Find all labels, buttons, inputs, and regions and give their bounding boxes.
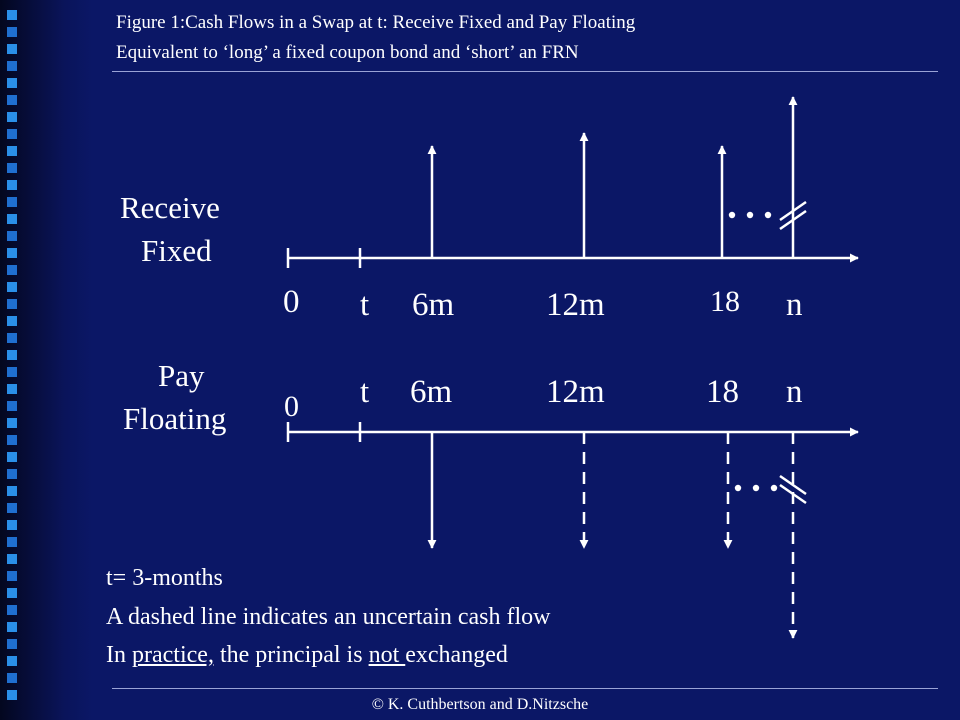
- decorative-square: [7, 299, 17, 309]
- decorative-square: [7, 10, 17, 20]
- figure-title-line-1: Figure 1:Cash Flows in a Swap at t: Rece…: [116, 12, 636, 33]
- receive-tick-label-12m: 12m: [546, 287, 605, 323]
- decorative-square: [7, 146, 17, 156]
- decorative-square: [7, 265, 17, 275]
- decorative-square: [7, 571, 17, 581]
- receive-label-line-2: Fixed: [141, 233, 212, 268]
- note-principal-part: exchanged: [405, 642, 508, 668]
- decorative-square: [7, 61, 17, 71]
- receive-break-mark-1: [779, 200, 807, 222]
- pay-tick-label-6m: 6m: [410, 374, 453, 410]
- note-principal-part: In: [106, 642, 132, 668]
- receive-tick-label-18: 18: [710, 285, 740, 318]
- top-divider: [112, 71, 938, 72]
- decorative-square: [7, 316, 17, 326]
- note-dashed-line: A dashed line indicates an uncertain cas…: [106, 604, 551, 630]
- decorative-square: [7, 401, 17, 411]
- decorative-square: [7, 435, 17, 445]
- receive-label-line-1: Receive: [120, 190, 220, 225]
- decorative-square: [7, 520, 17, 530]
- receive-break-mark-2: [779, 209, 807, 231]
- pay-ellipsis-dot: [770, 484, 778, 492]
- decorative-square: [7, 622, 17, 632]
- decorative-square: [7, 690, 17, 700]
- decorative-square: [7, 639, 17, 649]
- decorative-square: [7, 554, 17, 564]
- decorative-square: [7, 214, 17, 224]
- receive-tick-label-n: n: [786, 287, 803, 323]
- decorative-square: [7, 112, 17, 122]
- pay-tick-label-18: 18: [706, 374, 739, 410]
- receive-tick-label-zero: 0: [283, 284, 300, 320]
- decorative-square: [7, 27, 17, 37]
- decorative-square: [7, 78, 17, 88]
- receive-ellipsis-dot: [728, 211, 736, 219]
- pay-break-mark-2: [779, 483, 807, 505]
- pay-tick-label-t: t: [360, 374, 370, 410]
- decorative-square: [7, 503, 17, 513]
- bottom-divider: [112, 688, 938, 689]
- note-time-step: t= 3-months: [106, 565, 223, 591]
- pay-tick-label-zero: 0: [284, 390, 299, 423]
- pay-label-line-1: Pay: [158, 358, 205, 393]
- receive-tick-label-6m: 6m: [412, 287, 455, 323]
- decorative-square: [7, 452, 17, 462]
- decorative-square: [7, 588, 17, 598]
- receive-ellipsis-dot: [764, 211, 772, 219]
- note-principal-part: the principal is: [213, 642, 369, 668]
- decorative-square: [7, 384, 17, 394]
- decorative-square: [7, 333, 17, 343]
- note-principal-practice: practice,: [132, 642, 214, 668]
- pay-tick-label-n: n: [786, 374, 803, 410]
- decorative-square: [7, 163, 17, 173]
- copyright-footer: © K. Cuthbertson and D.Nitzsche: [371, 696, 589, 713]
- receive-tick-label-t: t: [360, 287, 370, 323]
- decorative-square: [7, 418, 17, 428]
- decorative-square: [7, 605, 17, 615]
- left-decorative-strip: [0, 0, 92, 720]
- decorative-square: [7, 248, 17, 258]
- decorative-square: [7, 656, 17, 666]
- decorative-square: [7, 231, 17, 241]
- pay-ellipsis-dot: [734, 484, 742, 492]
- decorative-square: [7, 486, 17, 496]
- pay-tick-label-12m: 12m: [546, 374, 605, 410]
- decorative-square: [7, 180, 17, 190]
- decorative-square: [7, 197, 17, 207]
- receive-ellipsis-dot: [746, 211, 754, 219]
- pay-ellipsis-dot: [752, 484, 760, 492]
- decorative-square: [7, 282, 17, 292]
- decorative-square: [7, 350, 17, 360]
- pay-break-mark-1: [779, 474, 807, 496]
- decorative-square: [7, 367, 17, 377]
- figure-title-line-2: Equivalent to ‘long’ a fixed coupon bond…: [116, 42, 579, 63]
- decorative-square: [7, 129, 17, 139]
- pay-label-line-2: Floating: [123, 401, 227, 436]
- decorative-square: [7, 469, 17, 479]
- note-principal: In practice, the principal is not exchan…: [106, 641, 508, 669]
- decorative-square: [7, 95, 17, 105]
- decorative-square: [7, 537, 17, 547]
- decorative-square: [7, 44, 17, 54]
- note-principal-not: not: [368, 642, 406, 668]
- decorative-square: [7, 673, 17, 683]
